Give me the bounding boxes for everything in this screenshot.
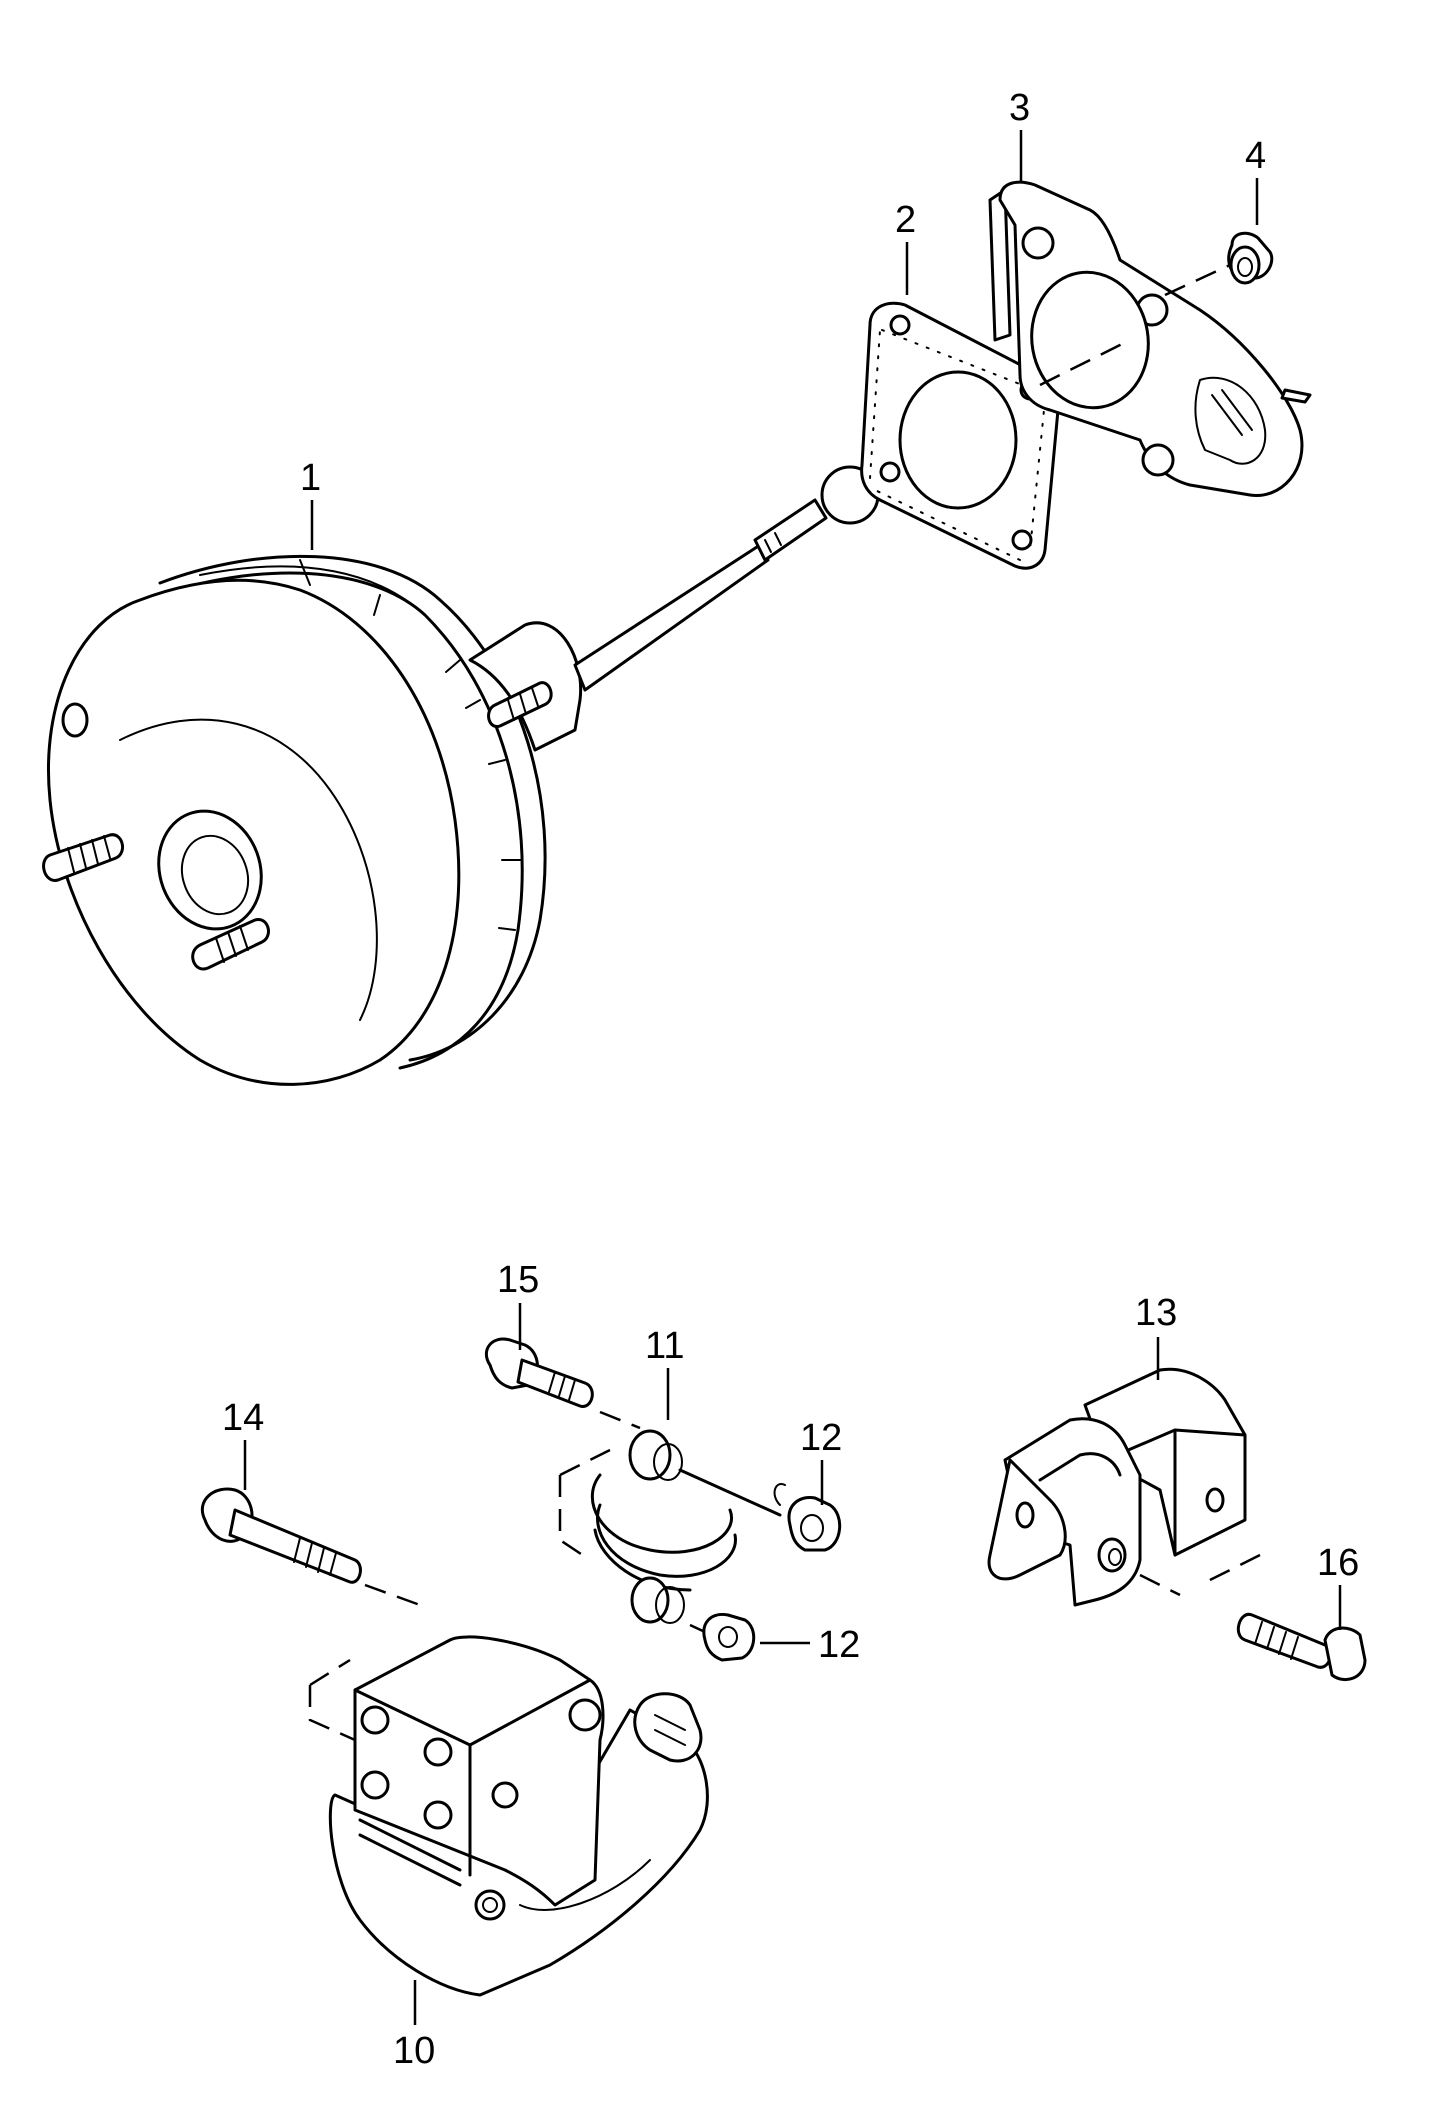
callout-leaders <box>243 130 1342 2025</box>
spring-bracket <box>558 1429 782 1624</box>
callout-10: 10 <box>393 2030 435 2072</box>
adapter-guide-line <box>1039 338 1131 387</box>
callout-11: 11 <box>645 1325 684 1367</box>
long-bolt-14 <box>200 1487 362 1584</box>
hex-bolt-15 <box>484 1337 594 1408</box>
nut12-guide-line <box>689 1623 706 1634</box>
booster-stud-center <box>191 918 270 971</box>
callout-14: 14 <box>222 1397 264 1439</box>
brake-booster <box>42 465 880 1086</box>
callout-16: 16 <box>1317 1542 1359 1584</box>
callout-2: 2 <box>895 199 916 241</box>
bracket-13 <box>987 1367 1247 1607</box>
callout-15: 15 <box>497 1259 539 1301</box>
bolt15-guide-line <box>599 1410 641 1430</box>
booster-stud-rear <box>487 681 553 728</box>
hex-bolt-16 <box>1236 1612 1367 1681</box>
nut-guide-line <box>1164 263 1231 297</box>
callout-12-bottom: 12 <box>818 1624 860 1666</box>
flange-nut <box>1227 231 1274 285</box>
callout-4: 4 <box>1245 135 1266 177</box>
bolt14-guide-line <box>364 1583 421 1607</box>
nut-12-bottom <box>702 1612 756 1662</box>
callout-12-top: 12 <box>800 1417 842 1459</box>
adapter-plate <box>988 180 1312 498</box>
bracket-guide-line <box>1139 1553 1261 1597</box>
gasket <box>860 301 1060 570</box>
pressure-regulator-valve <box>308 1635 709 1997</box>
callout-13: 13 <box>1135 1292 1177 1334</box>
callout-1: 1 <box>300 457 321 499</box>
nut-12-top <box>773 1483 842 1552</box>
callout-3: 3 <box>1009 87 1030 129</box>
booster-stud-left <box>42 833 125 882</box>
